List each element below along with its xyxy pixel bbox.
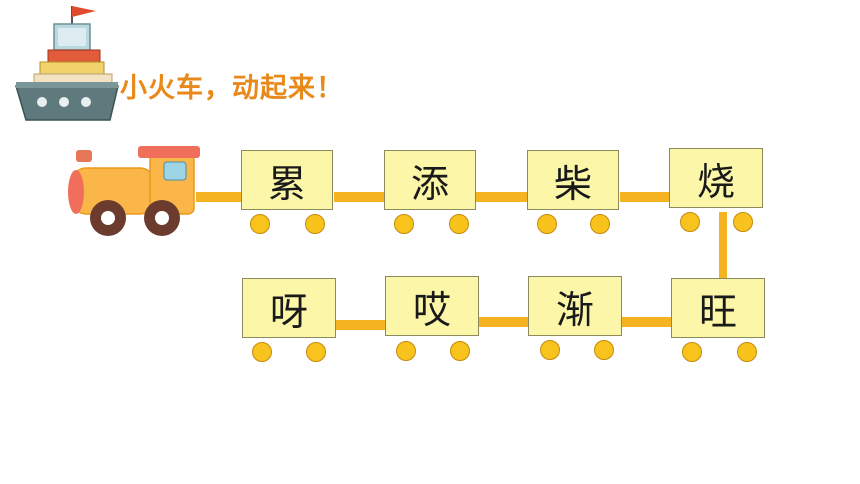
- wheel: [394, 214, 414, 234]
- connector-bar: [620, 192, 670, 202]
- connector-bar: [334, 192, 384, 202]
- connector-bar: [336, 320, 386, 330]
- train-car-5: 呀: [242, 278, 336, 338]
- wheel: [252, 342, 272, 362]
- wheel: [680, 212, 700, 232]
- train-car-6: 哎: [385, 276, 479, 336]
- wheel: [250, 214, 270, 234]
- connector-bar: [478, 317, 528, 327]
- wheel: [682, 342, 702, 362]
- sailboat-icon: [14, 6, 119, 121]
- train-car-3: 柴: [527, 150, 619, 210]
- connector-bar: [620, 317, 672, 327]
- wheel: [305, 214, 325, 234]
- connector-bar: [476, 192, 528, 202]
- wheel: [733, 212, 753, 232]
- wheel: [590, 214, 610, 234]
- wheel: [737, 342, 757, 362]
- wheel: [449, 214, 469, 234]
- train-car-4: 烧: [669, 148, 763, 208]
- train-car-8: 旺: [671, 278, 765, 338]
- wheel: [594, 340, 614, 360]
- wheel: [396, 341, 416, 361]
- wheel: [540, 340, 560, 360]
- wheel: [306, 342, 326, 362]
- train-car-1: 累: [241, 150, 333, 210]
- wheel: [537, 214, 557, 234]
- train-car-2: 添: [384, 150, 476, 210]
- page-title: 小火车，动起来！: [120, 73, 344, 104]
- wheel: [450, 341, 470, 361]
- connector-bar: [719, 212, 727, 280]
- train-car-7: 渐: [528, 276, 622, 336]
- connector-bar: [196, 192, 242, 202]
- locomotive-icon: [68, 146, 200, 236]
